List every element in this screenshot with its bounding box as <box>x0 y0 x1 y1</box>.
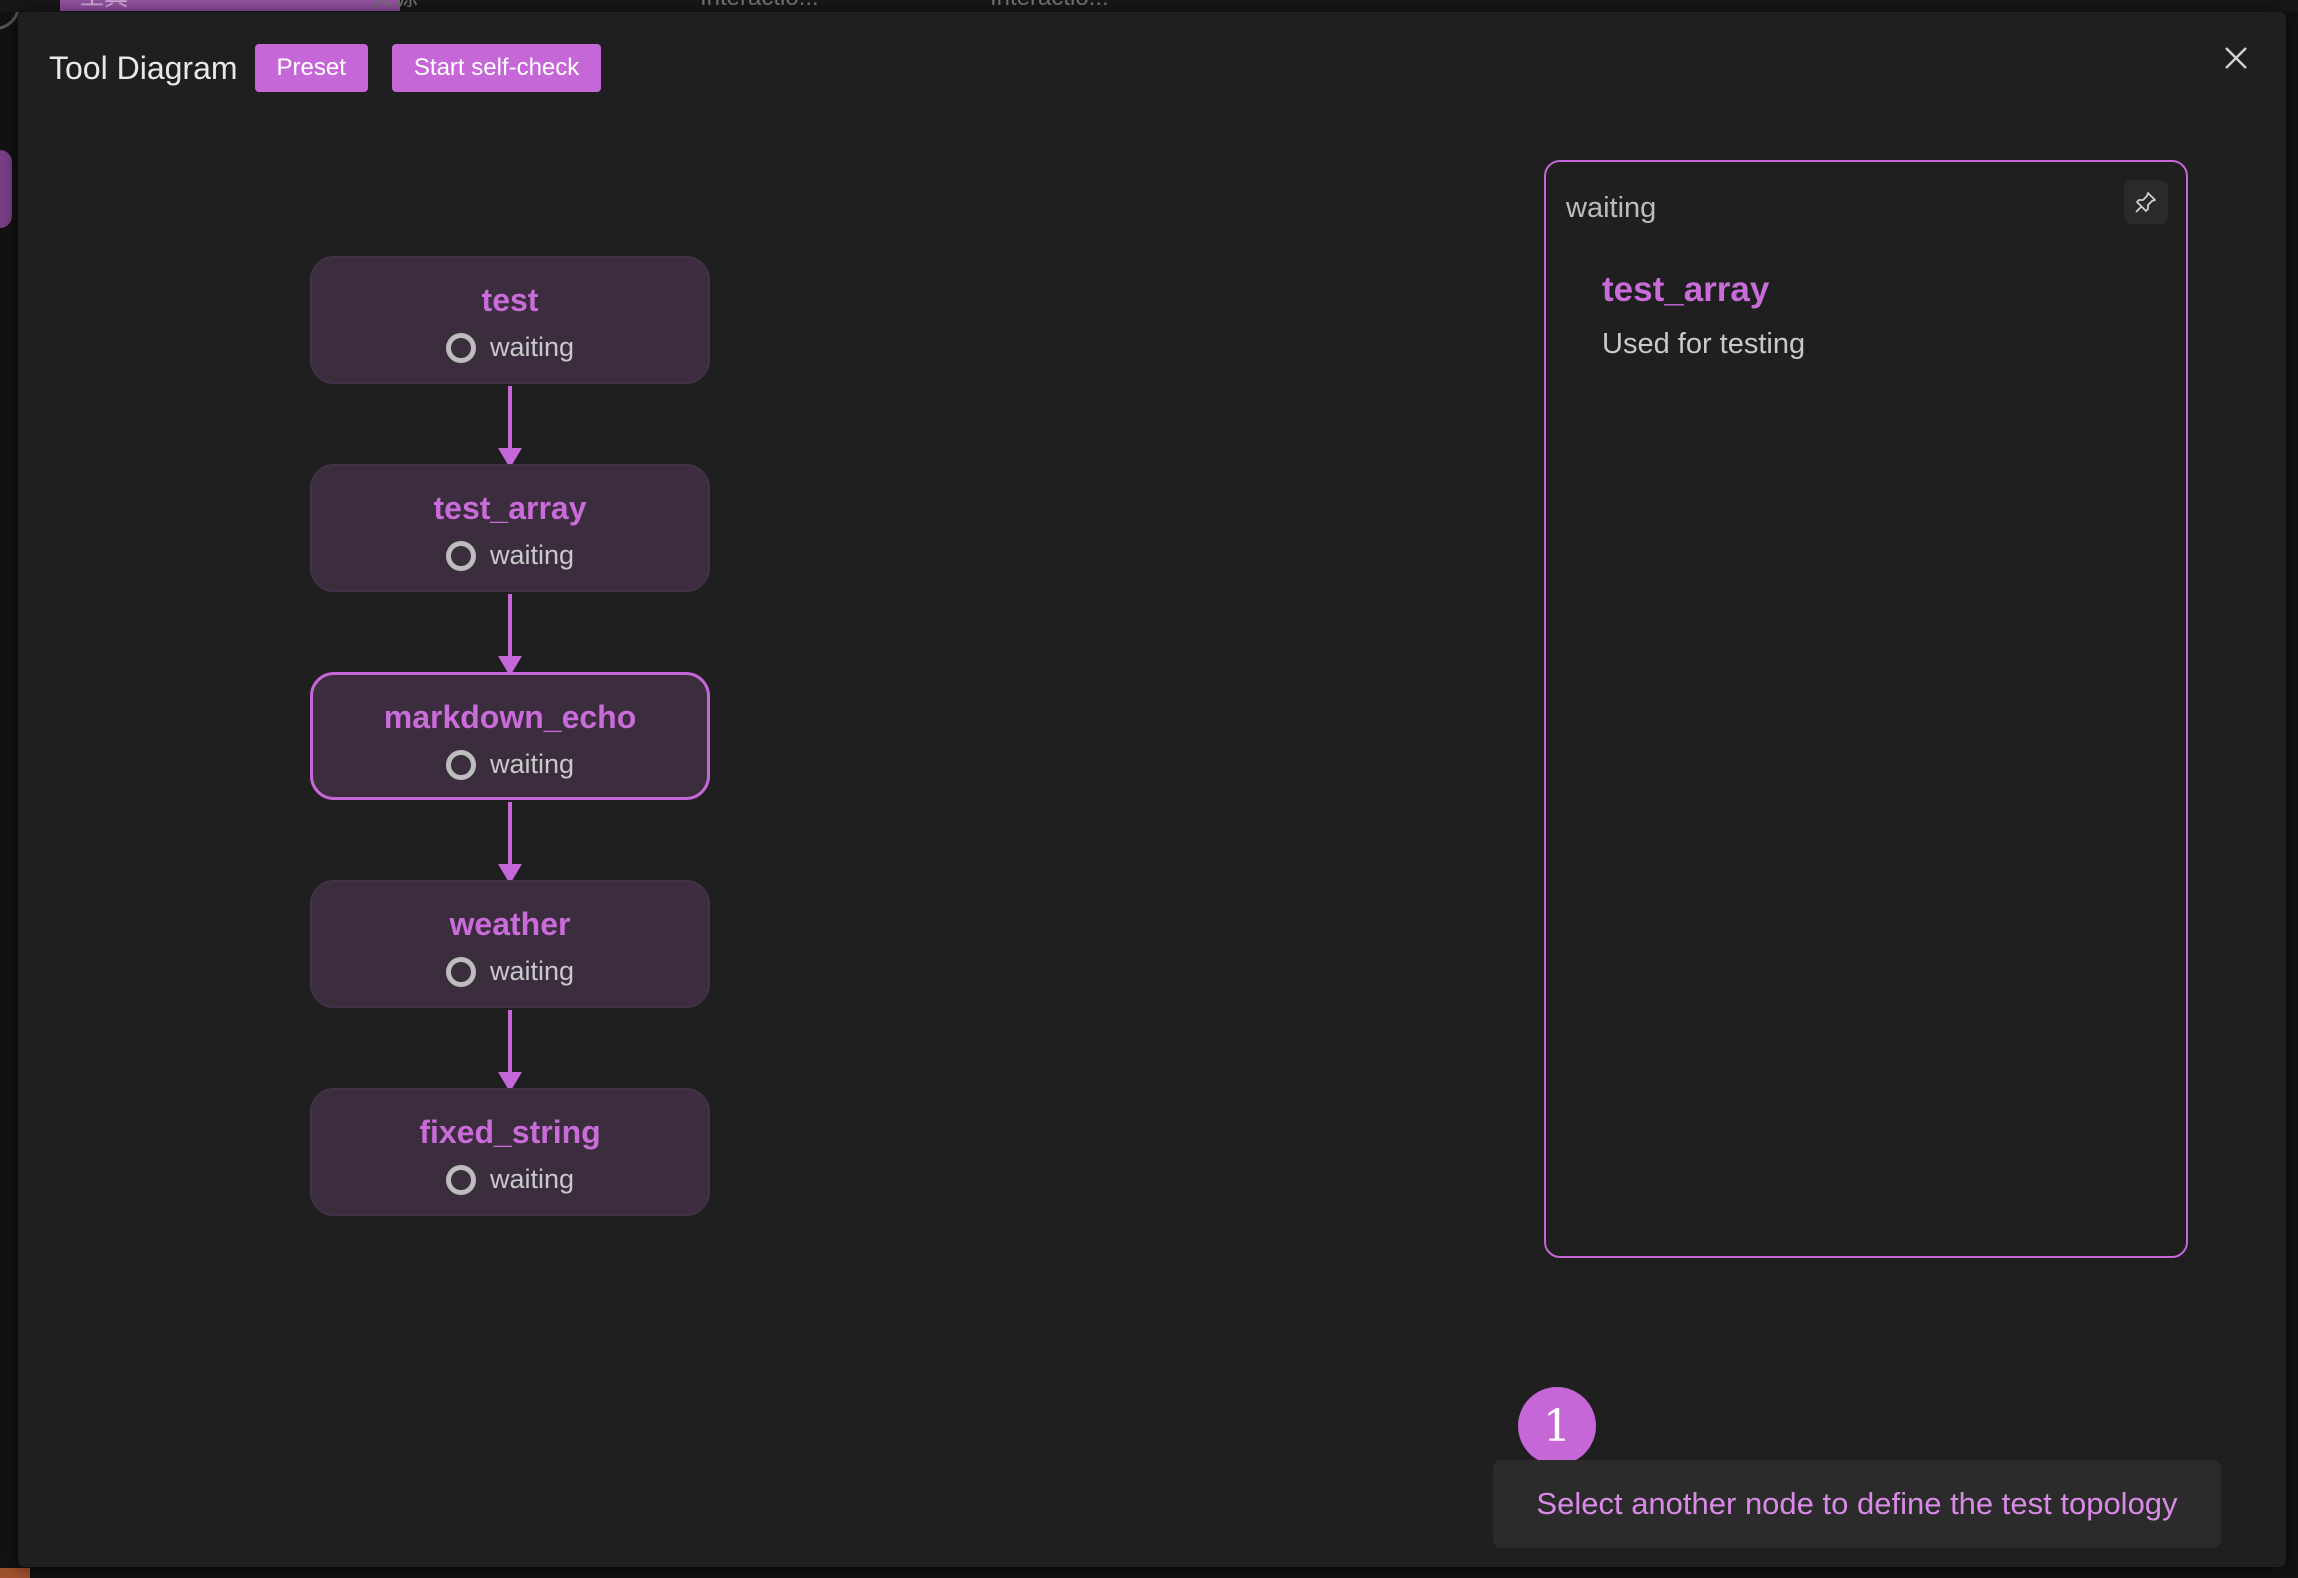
node-status: waiting <box>445 1164 575 1195</box>
status-ring-icon <box>445 1164 476 1195</box>
panel-status: waiting <box>1566 192 1657 224</box>
status-ring-icon <box>445 956 476 987</box>
sidebar-active-item[interactable] <box>0 150 12 228</box>
node-detail-panel: waiting test_array Used for testing <box>1544 160 2188 1258</box>
node-test-array[interactable]: test_array waiting <box>310 464 710 592</box>
status-ring-icon <box>445 749 476 780</box>
pin-icon[interactable] <box>2124 180 2168 224</box>
edge-arrow-head <box>498 448 522 468</box>
node-status: waiting <box>445 749 575 780</box>
node-status: waiting <box>445 956 575 987</box>
modal-header: Tool Diagram Preset Start self-check <box>49 44 625 92</box>
tab-label: 资源 <box>370 0 418 11</box>
node-title: test <box>481 282 539 318</box>
edge-arrow-head <box>498 864 522 884</box>
tour-tip: Select another node to define the test t… <box>1493 1460 2221 1548</box>
edge-arrow-head <box>498 656 522 676</box>
start-self-check-button[interactable]: Start self-check <box>391 44 602 92</box>
panel-tool-description: Used for testing <box>1602 328 1806 360</box>
node-fixed-string[interactable]: fixed_string waiting <box>310 1088 710 1216</box>
panel-tool-name: test_array <box>1602 270 1770 309</box>
node-status-label: waiting <box>489 332 575 362</box>
node-title: fixed_string <box>419 1114 601 1150</box>
node-weather[interactable]: weather waiting <box>310 880 710 1008</box>
edge-arrow <box>508 802 512 872</box>
status-ring-icon <box>445 540 476 571</box>
node-test[interactable]: test waiting <box>310 256 710 384</box>
tool-diagram: test waiting test_array waiting markdown… <box>18 12 1018 1312</box>
tab-label: Interactio... <box>990 0 1109 11</box>
tab-label: 工具 <box>80 0 128 11</box>
node-markdown-echo[interactable]: markdown_echo waiting <box>310 672 710 800</box>
background-corner <box>0 1568 30 1578</box>
tab-interaction-2[interactable]: Interactio... <box>990 0 1109 11</box>
modal-title: Tool Diagram <box>49 49 238 86</box>
tab-tools[interactable]: 工具 <box>60 0 400 11</box>
tab-resources[interactable]: 资源 <box>370 0 418 11</box>
edge-arrow-head <box>498 1072 522 1092</box>
edge-arrow <box>508 594 512 664</box>
node-title: test_array <box>433 490 587 526</box>
status-ring-icon <box>445 332 476 363</box>
tool-diagram-modal: Tool Diagram Preset Start self-check tes… <box>18 12 2286 1567</box>
node-title: weather <box>449 906 571 942</box>
close-icon[interactable] <box>2216 38 2256 78</box>
node-status-label: waiting <box>489 749 575 779</box>
preset-button[interactable]: Preset <box>254 44 368 92</box>
tab-label: Interactio... <box>700 0 819 11</box>
node-status-label: waiting <box>489 540 575 570</box>
node-status: waiting <box>445 332 575 363</box>
edge-arrow <box>508 386 512 456</box>
edge-arrow <box>508 1010 512 1080</box>
tour-step-badge: 1 <box>1518 1387 1596 1465</box>
tab-interaction-1[interactable]: Interactio... <box>700 0 819 11</box>
node-status-label: waiting <box>489 1164 575 1194</box>
node-title: markdown_echo <box>383 699 637 735</box>
background-tab-bar: 工具 资源 Interactio... Interactio... <box>0 0 2298 12</box>
node-status-label: waiting <box>489 956 575 986</box>
node-status: waiting <box>445 540 575 571</box>
